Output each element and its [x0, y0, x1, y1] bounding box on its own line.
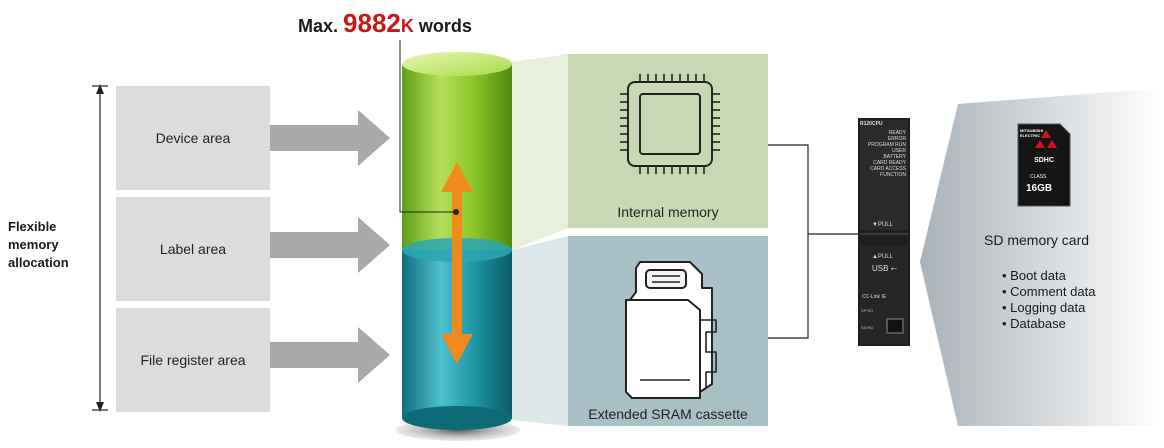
- panel-connector: [768, 144, 858, 339]
- network-label: CC-Link IE: [862, 294, 887, 300]
- device-area-label: Device area: [155, 130, 231, 146]
- file-register-area-label: File register area: [140, 352, 246, 368]
- port-label-1: SP/SD: [861, 308, 874, 313]
- allocation-arrow: [441, 162, 473, 364]
- title-unit: K: [400, 16, 414, 36]
- sd-card: SDHC: [1017, 123, 1071, 207]
- pull-top-label: ▼PULL: [872, 222, 893, 228]
- title-suffix: words: [413, 16, 472, 36]
- sd-card-backdrop: [920, 88, 1164, 426]
- usb-port[interactable]: USB ⭠: [872, 264, 897, 274]
- internal-funnel: [512, 54, 568, 250]
- file-register-area-box: File register area: [116, 308, 270, 412]
- led-card-ready: CARD READY: [873, 160, 906, 166]
- list-item: Logging data: [1002, 300, 1095, 316]
- svg-text:SDHC: SDHC: [1034, 157, 1054, 164]
- sd-brand: MITSUBISHI ELECTRIC: [1020, 128, 1044, 138]
- pull-bottom-label: ▲PULL: [872, 254, 893, 260]
- chip-icon: [620, 74, 720, 174]
- cpu-model: R120CPU: [860, 121, 883, 127]
- area-arrows: [270, 110, 390, 383]
- led-program-run: PROGRAM RUN: [867, 142, 906, 148]
- flexible-memory-label: Flexible memory allocation: [8, 219, 69, 270]
- list-item: Boot data: [1002, 268, 1095, 284]
- sram-cassette-icon: [625, 261, 717, 399]
- label-area-label: Label area: [159, 241, 227, 257]
- sram-cassette-label: Extended SRAM cassette: [588, 406, 748, 422]
- title-prefix: Max.: [298, 16, 344, 36]
- sd-card-title: SD memory card: [984, 232, 1090, 248]
- cpu-module: [858, 118, 910, 346]
- usb-icon: ⭠: [890, 264, 898, 273]
- led-ready: READY: [888, 130, 906, 136]
- max-capacity-title: Max. 9882K words: [298, 6, 558, 40]
- device-area-box: Device area: [116, 86, 270, 190]
- led-error: ERROR: [887, 136, 906, 142]
- internal-memory-label: Internal memory: [617, 204, 719, 220]
- sd-card-contents: Boot data Comment data Logging data Data…: [1002, 268, 1095, 332]
- sram-funnel: [512, 236, 568, 426]
- list-item: Comment data: [1002, 284, 1095, 300]
- cpu-module-text: R120CPU READY ERROR PROGRAM RUN USER BAT…: [860, 121, 906, 178]
- range-arrow: [92, 84, 108, 412]
- sd-class-label: CLASS: [1030, 174, 1047, 180]
- sram-cassette-caption: Extended SRAM cassette: [568, 386, 768, 422]
- led-function: FUNCTION: [880, 172, 906, 178]
- label-area-box: Label area: [116, 197, 270, 301]
- port-label-2: SD/RD: [861, 325, 874, 330]
- led-user: USER: [892, 148, 906, 154]
- title-leader: [399, 40, 456, 213]
- internal-memory-caption: Internal memory: [568, 180, 768, 220]
- list-item: Database: [1002, 316, 1095, 332]
- sd-capacity: 16GB: [1026, 183, 1053, 194]
- led-card-access: CARD ACCESS: [870, 166, 906, 172]
- usb-label: USB: [872, 264, 889, 273]
- led-battery: BATTERY: [883, 154, 906, 160]
- title-value: 9882: [343, 8, 401, 38]
